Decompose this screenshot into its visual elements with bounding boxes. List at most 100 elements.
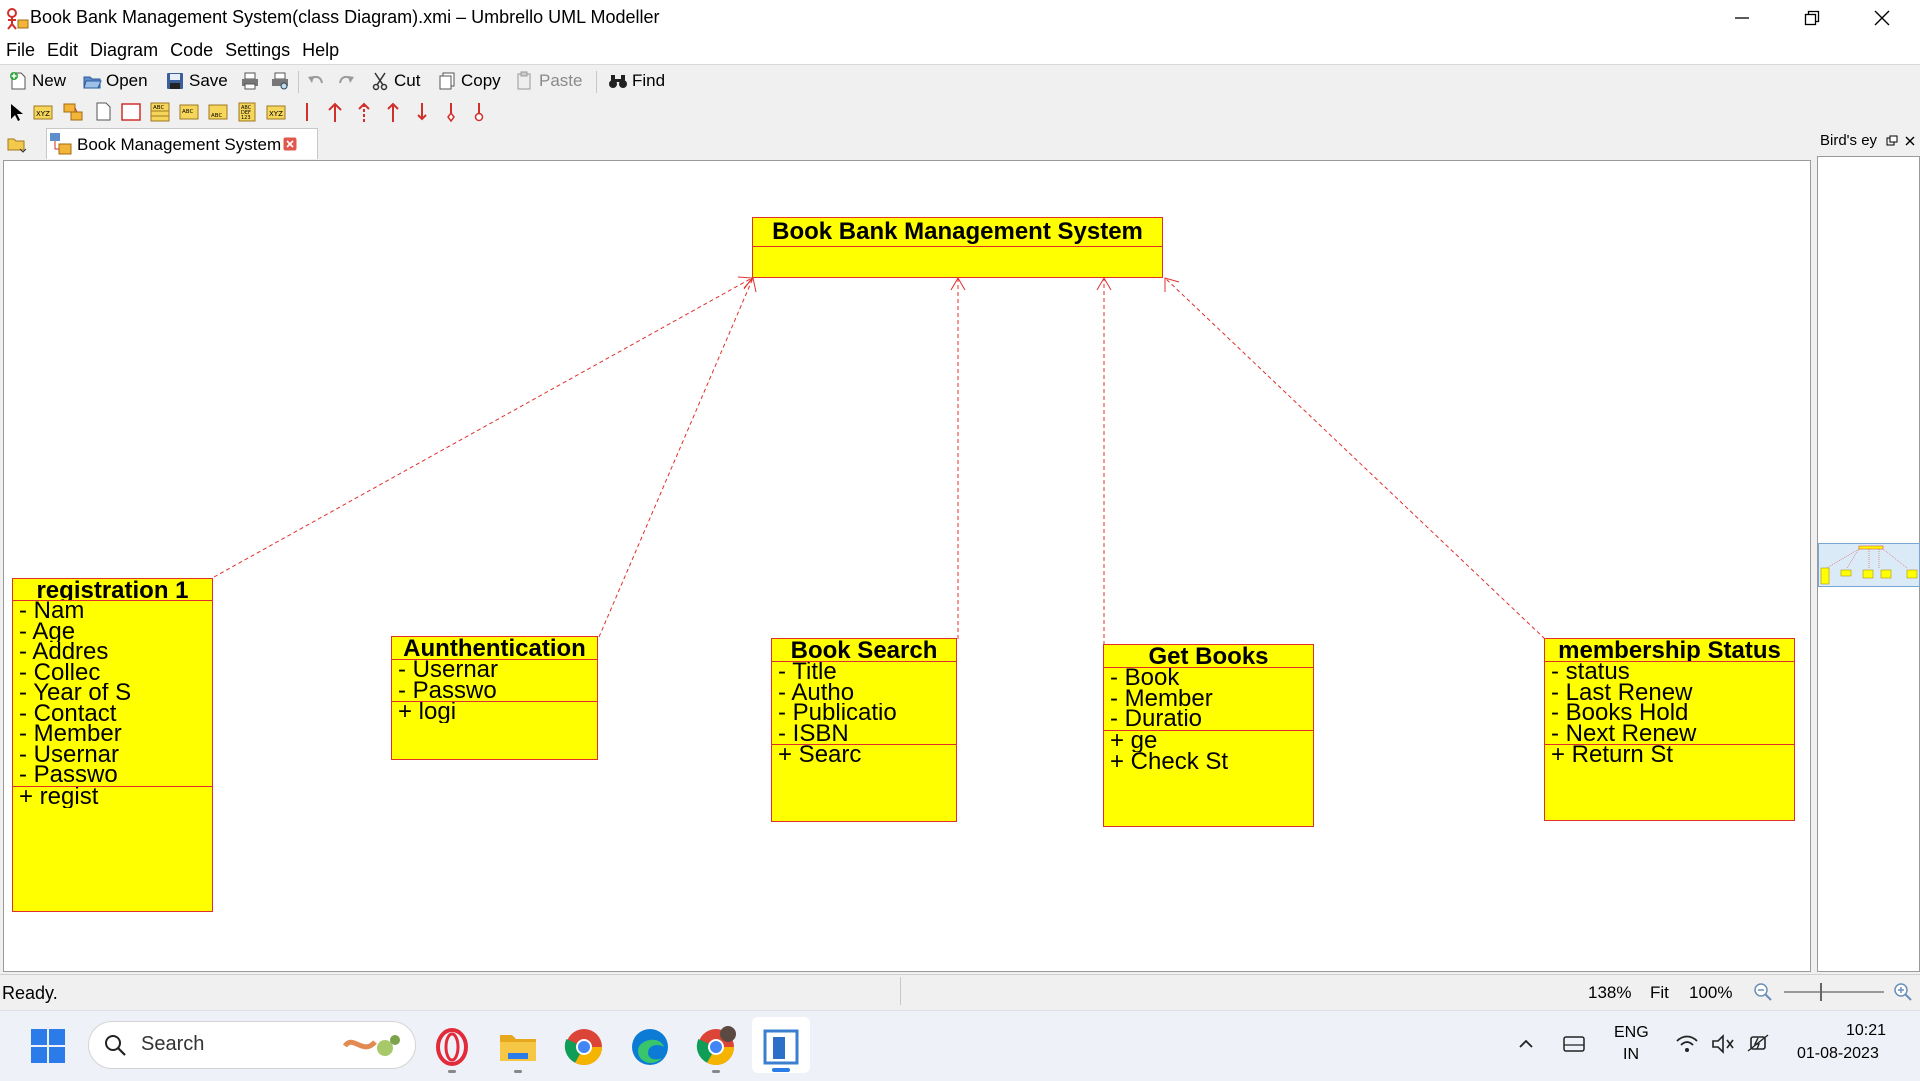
attribute: - Books Hold xyxy=(1551,703,1689,724)
opera-icon[interactable] xyxy=(430,1025,474,1069)
edge-icon[interactable] xyxy=(628,1025,672,1069)
umbrello-taskbar-icon[interactable] xyxy=(759,1025,803,1069)
composition-icon[interactable] xyxy=(468,101,490,123)
zoom-fit-button[interactable]: Fit xyxy=(1650,983,1669,1002)
entity-tool-icon[interactable]: ABC xyxy=(207,101,229,123)
clock-date[interactable]: 01-08-2023 xyxy=(1797,1045,1879,1062)
file-explorer-icon[interactable] xyxy=(496,1025,540,1069)
class-tool-icon[interactable]: XYZ xyxy=(32,101,54,123)
menu-settings[interactable]: Settings xyxy=(225,40,291,60)
print-icon xyxy=(242,72,258,90)
undo-button[interactable] xyxy=(306,69,330,93)
language-code[interactable]: ENG xyxy=(1614,1024,1649,1041)
class-registration-1[interactable]: registration 1 - Nam - Age - Addres - Co… xyxy=(12,578,213,912)
touch-keyboard-icon[interactable] xyxy=(1562,1034,1586,1054)
anchor-line-icon[interactable] xyxy=(296,101,318,123)
class-get-books[interactable]: Get Books - Book - Member - Duratio + ge… xyxy=(1103,644,1314,827)
aggregation-icon[interactable] xyxy=(440,101,462,123)
class-book-bank-management-system[interactable]: Book Bank Management System xyxy=(752,217,1163,278)
attribute: - Next Renew xyxy=(1551,723,1697,745)
menu-help[interactable]: Help xyxy=(302,40,340,60)
panel-close-icon[interactable] xyxy=(1904,135,1916,147)
taskbar-search[interactable]: Search xyxy=(88,1021,416,1069)
class-name: Get Books xyxy=(1104,645,1313,668)
class-membership-status[interactable]: membership Status - status - Last Renew … xyxy=(1544,638,1795,821)
class-aunthentication[interactable]: Aunthentication - Usernar - Passwo + log… xyxy=(391,636,598,760)
language-region[interactable]: IN xyxy=(1623,1046,1639,1063)
directed-association-icon[interactable] xyxy=(411,101,433,123)
box-tool-icon[interactable] xyxy=(120,101,142,123)
clock-time[interactable]: 10:21 xyxy=(1846,1022,1887,1039)
minimize-button[interactable] xyxy=(1708,0,1776,36)
birds-eye-viewport[interactable] xyxy=(1818,543,1920,587)
link-authentication xyxy=(598,277,754,638)
new-button[interactable]: New xyxy=(8,69,66,93)
enum-tool-icon[interactable]: ABC xyxy=(178,101,200,123)
paste-button[interactable]: Paste xyxy=(515,69,582,93)
zoom-100-button[interactable]: 100% xyxy=(1689,983,1733,1002)
print-preview-button[interactable] xyxy=(270,69,294,93)
cut-button[interactable]: Cut xyxy=(370,69,420,93)
diagram-canvas[interactable] xyxy=(3,160,1811,972)
association-arrow-icon[interactable] xyxy=(382,101,404,123)
zoom-out-icon[interactable] xyxy=(1752,981,1774,1003)
window-title: Book Bank Management System(class Diagra… xyxy=(30,7,660,27)
note-tool-icon[interactable] xyxy=(92,101,114,123)
menu-diagram[interactable]: Diagram xyxy=(90,40,159,60)
zoom-slider[interactable] xyxy=(1784,991,1884,993)
attribute: - Passwo xyxy=(398,680,497,702)
tab-book-management-system[interactable]: Book Management System xyxy=(46,128,318,159)
chrome-profile-icon[interactable] xyxy=(694,1025,738,1069)
interface-tool-icon[interactable] xyxy=(62,101,84,123)
zoom-in-icon[interactable] xyxy=(1892,981,1914,1003)
menu-file[interactable]: File xyxy=(6,40,36,60)
restore-icon xyxy=(1804,10,1820,26)
float-icon[interactable] xyxy=(1886,135,1898,147)
close-button[interactable] xyxy=(1848,0,1916,36)
generalization-arrow-icon[interactable] xyxy=(324,101,346,123)
datatype-tool-icon[interactable]: ABC xyxy=(149,101,171,123)
close-icon xyxy=(1874,10,1890,26)
select-arrow-icon[interactable] xyxy=(6,101,28,123)
search-highlight-icon xyxy=(342,1035,400,1056)
redo-button[interactable] xyxy=(336,69,360,93)
tab-close-icon[interactable] xyxy=(283,137,297,151)
attribute: - Member xyxy=(19,724,122,745)
save-button[interactable]: Save xyxy=(165,69,228,93)
menu-bar: File Edit Diagram Code Settings Help xyxy=(0,36,1920,64)
zoom-slider-handle[interactable] xyxy=(1820,983,1822,1001)
svg-text:123: 123 xyxy=(241,115,251,121)
redo-icon xyxy=(339,75,354,84)
svg-text:ABC: ABC xyxy=(153,105,164,111)
wifi-icon[interactable] xyxy=(1675,1033,1699,1055)
svg-text:DEF: DEF xyxy=(241,110,251,116)
windows-start-icon[interactable] xyxy=(30,1028,66,1064)
link-membership xyxy=(1164,277,1546,640)
attribute: - Publicatio xyxy=(778,703,897,724)
find-button[interactable]: Find xyxy=(608,69,665,93)
open-button[interactable]: Open xyxy=(82,69,148,93)
dependency-arrow-icon[interactable] xyxy=(353,101,375,123)
arrowhead-authentication xyxy=(743,276,757,293)
cut-label: Cut xyxy=(394,71,421,90)
menu-code[interactable]: Code xyxy=(170,40,214,60)
print-button[interactable] xyxy=(240,69,264,93)
new-diagram-icon[interactable] xyxy=(6,134,28,154)
component-tool-icon[interactable]: XYZ xyxy=(265,101,287,123)
menu-edit[interactable]: Edit xyxy=(47,40,79,60)
copy-button[interactable]: Copy xyxy=(437,69,501,93)
restore-button[interactable] xyxy=(1778,0,1846,36)
chevron-up-icon[interactable] xyxy=(1516,1034,1536,1054)
chrome-icon[interactable] xyxy=(562,1025,606,1069)
class-book-search[interactable]: Book Search - Title - Autho - Publicatio… xyxy=(771,638,957,822)
open-icon xyxy=(83,76,102,89)
attribute: - Age xyxy=(19,621,76,643)
svg-text:ABC: ABC xyxy=(182,109,193,115)
search-placeholder: Search xyxy=(141,1033,205,1055)
arrowhead-get-books xyxy=(1096,277,1112,291)
volume-muted-icon[interactable] xyxy=(1710,1033,1736,1055)
operation: + Check St xyxy=(1110,751,1229,773)
battery-charging-icon[interactable] xyxy=(1746,1031,1772,1055)
main-toolbar: New Open Save Cut Copy Paste Find xyxy=(0,64,1920,98)
